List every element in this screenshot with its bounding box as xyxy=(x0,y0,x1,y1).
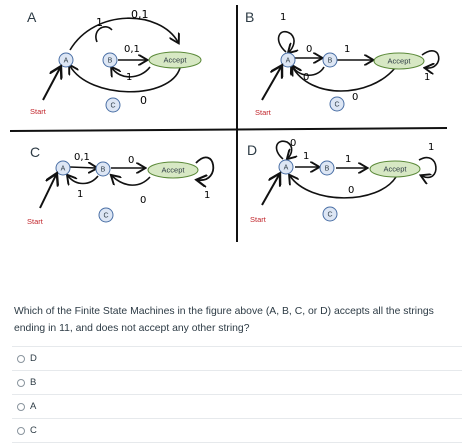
state-c xyxy=(322,206,338,222)
answer-label: B xyxy=(30,377,37,388)
panel-divider-horizontal xyxy=(9,127,448,132)
transition-arrow xyxy=(290,176,397,199)
transition-label: 0 xyxy=(140,94,147,107)
transition-loop xyxy=(421,50,440,68)
transition-label: 0,1 xyxy=(124,44,140,55)
panel-a: A 1 0,1 0,1 1 0 A B C Accept Start xyxy=(27,8,202,116)
accept-state xyxy=(373,52,425,70)
panel-letter: C xyxy=(30,144,40,160)
transition-label: 1 xyxy=(345,154,351,165)
accept-state xyxy=(369,160,421,178)
transition-label: 1 xyxy=(344,44,350,55)
transition-loop xyxy=(275,140,291,159)
state-label: C xyxy=(110,103,115,110)
state-label: A xyxy=(61,166,66,173)
transition-label: 0 xyxy=(306,44,312,55)
transition-label: 0 xyxy=(290,138,296,149)
transition-label: 0,1 xyxy=(131,8,149,21)
transition-arrow xyxy=(70,66,181,93)
state-b xyxy=(95,161,111,177)
transition-label: 0 xyxy=(128,155,134,166)
panel-letter: A xyxy=(27,9,37,25)
transition-label: 1 xyxy=(303,151,309,162)
state-a xyxy=(58,52,74,68)
state-c xyxy=(329,96,345,112)
start-label: Start xyxy=(27,217,44,226)
question-text: Which of the Finite State Machines in th… xyxy=(14,306,434,334)
state-c xyxy=(98,207,114,223)
transition-label: 1 xyxy=(280,12,286,23)
answer-list: D B A C xyxy=(12,346,462,443)
transition-label: 0 xyxy=(352,92,358,103)
radio-button[interactable] xyxy=(17,402,25,411)
panel-letter: B xyxy=(245,9,254,25)
radio-button[interactable] xyxy=(17,354,25,363)
transition-label: 0 xyxy=(140,195,146,206)
panel-b: B 1 0 1 0 1 0 A B C Accept Start xyxy=(245,9,440,117)
transition-arrow xyxy=(68,176,99,184)
start-arrow xyxy=(42,68,60,101)
start-label: Start xyxy=(30,107,47,116)
state-label: C xyxy=(334,102,339,109)
transition-label: 1 xyxy=(424,72,430,83)
accept-label: Accept xyxy=(388,57,412,66)
accept-label: Accept xyxy=(162,166,186,175)
transition-loop xyxy=(95,26,113,43)
radio-button[interactable] xyxy=(17,378,25,387)
transition-label: 1 xyxy=(204,190,210,201)
answer-label: A xyxy=(30,401,37,412)
start-arrow xyxy=(261,67,281,101)
answer-option-a[interactable]: A xyxy=(12,394,462,418)
state-c xyxy=(105,97,121,113)
transition-arrow xyxy=(69,17,178,51)
transition-label: 1 xyxy=(126,72,132,83)
panel-d: D 0 1 1 1 0 A B C Accept Start xyxy=(247,138,437,224)
start-label: Start xyxy=(255,108,272,117)
state-label: A xyxy=(284,165,289,172)
state-label: B xyxy=(108,58,113,65)
state-b xyxy=(102,52,118,68)
transition-arrow xyxy=(69,167,96,168)
radio-button[interactable] xyxy=(17,426,25,435)
state-b xyxy=(322,52,338,68)
transition-label: 0,1 xyxy=(74,152,90,163)
fsm-figure: A 1 0,1 0,1 1 0 A B C Accept Start B 1 xyxy=(9,5,448,242)
transition-arrow xyxy=(112,176,151,186)
transition-loop xyxy=(418,156,437,178)
state-b xyxy=(319,160,335,176)
transition-label: 1 xyxy=(77,189,83,200)
transition-label: 1 xyxy=(96,16,103,29)
answer-option-b[interactable]: B xyxy=(12,370,462,394)
transition-label: 0 xyxy=(303,72,309,83)
start-label: Start xyxy=(250,215,267,224)
state-a xyxy=(278,159,294,175)
state-label: A xyxy=(64,58,69,65)
answer-option-c[interactable]: C xyxy=(12,418,462,443)
panel-letter: D xyxy=(247,142,257,158)
transition-loop xyxy=(277,30,295,52)
transition-label: 0 xyxy=(348,185,354,196)
accept-state xyxy=(147,161,199,179)
transition-label: 1 xyxy=(428,142,434,153)
accept-label: Accept xyxy=(164,56,188,65)
state-a xyxy=(55,160,71,176)
accept-state xyxy=(148,51,202,69)
answer-option-d[interactable]: D xyxy=(12,346,462,370)
state-label: B xyxy=(101,167,106,174)
state-label: B xyxy=(325,166,330,173)
start-arrow xyxy=(39,175,56,209)
transition-arrow xyxy=(112,67,151,77)
state-label: B xyxy=(328,58,333,65)
accept-label: Accept xyxy=(384,165,408,174)
transition-arrow xyxy=(292,66,396,92)
answer-label: C xyxy=(30,425,37,436)
state-a xyxy=(280,52,296,68)
state-label: A xyxy=(286,58,291,65)
state-label: C xyxy=(103,213,108,220)
state-label: C xyxy=(327,212,332,219)
start-arrow xyxy=(261,175,279,206)
answer-label: D xyxy=(30,353,37,364)
panel-c: C 0,1 0 1 0 1 A B C Accept Start xyxy=(27,144,215,226)
transition-loop xyxy=(196,156,215,180)
